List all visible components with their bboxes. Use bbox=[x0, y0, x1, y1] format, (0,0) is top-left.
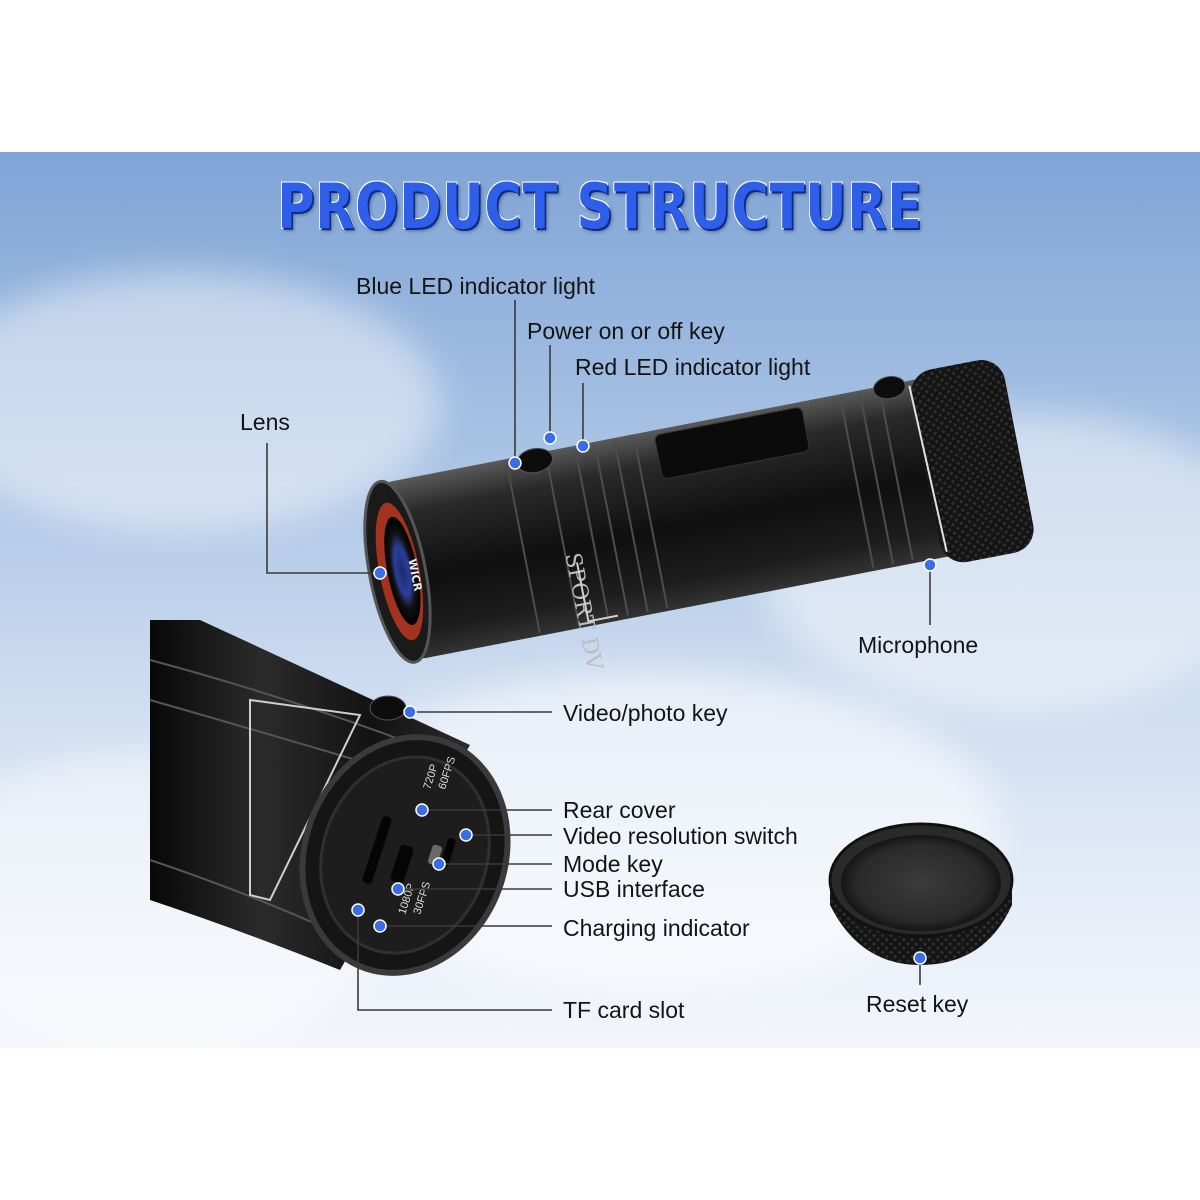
label-usb-interface: USB interface bbox=[563, 876, 705, 902]
label-reset-key: Reset key bbox=[866, 991, 969, 1017]
label-video-resolution-switch: Video resolution switch bbox=[563, 823, 798, 849]
label-charging-indicator: Charging indicator bbox=[563, 915, 750, 941]
lens-engraving: WICR bbox=[405, 558, 424, 593]
label-red-led: Red LED indicator light bbox=[575, 354, 811, 380]
label-microphone: Microphone bbox=[858, 632, 979, 658]
label-rear-cover: Rear cover bbox=[563, 797, 676, 823]
label-video-photo-key: Video/photo key bbox=[563, 700, 728, 726]
label-lens: Lens bbox=[240, 409, 290, 435]
page-title: PRODUCT STRUCTURE bbox=[277, 170, 923, 243]
rear-cover-cap bbox=[828, 822, 1014, 965]
label-blue-led: Blue LED indicator light bbox=[356, 273, 596, 299]
label-power-key: Power on or off key bbox=[527, 318, 725, 344]
label-tf-card-slot: TF card slot bbox=[563, 997, 685, 1023]
camera-rear: 720P 60FPS 1080P 30FPS bbox=[149, 620, 511, 976]
label-mode-key: Mode key bbox=[563, 851, 663, 877]
callout-dots bbox=[351, 431, 937, 965]
callout-lines bbox=[266, 300, 931, 1011]
